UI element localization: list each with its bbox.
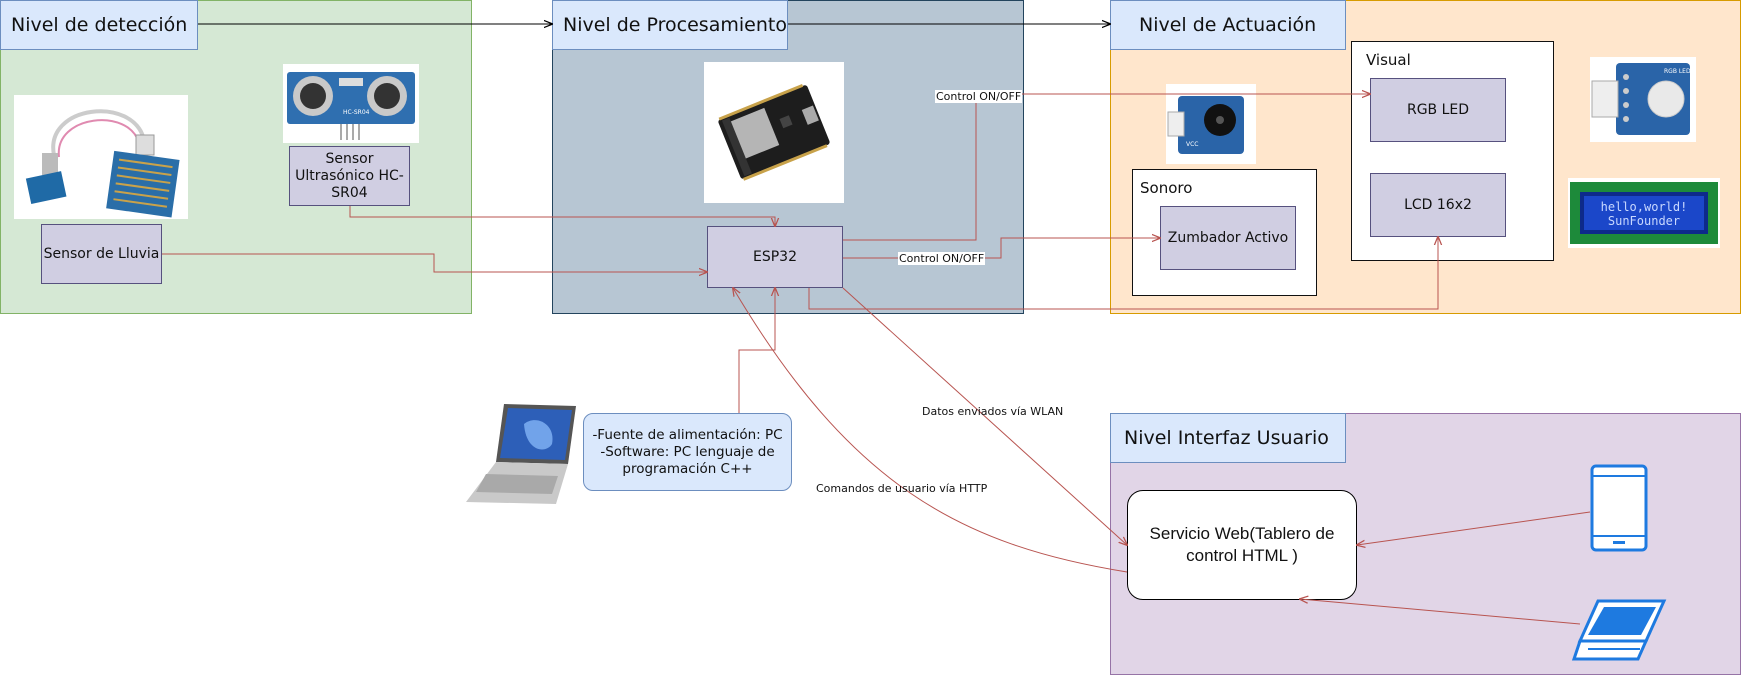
edge-http bbox=[733, 288, 1128, 573]
interfaz-title: Nivel Interfaz Usuario bbox=[1110, 413, 1346, 463]
laptop-icon bbox=[1571, 597, 1667, 663]
lcd-line2: SunFounder bbox=[1608, 214, 1680, 228]
lcd-line1: hello,world! bbox=[1601, 200, 1688, 214]
rgb-module-text: RGB LED bbox=[1664, 68, 1691, 75]
lcd-image: hello,world! SunFounder bbox=[1568, 178, 1720, 248]
rgb-led-node: RGB LED bbox=[1370, 78, 1506, 142]
edge-note-esp32 bbox=[738, 288, 775, 413]
smartphone-icon bbox=[1590, 464, 1648, 552]
label-http: Comandos de usuario vía HTTP bbox=[816, 482, 988, 495]
procesamiento-title: Nivel de Procesamiento bbox=[552, 0, 788, 50]
sensor-lluvia-node: Sensor de Lluvia bbox=[41, 224, 162, 284]
lcd-node: LCD 16x2 bbox=[1370, 173, 1506, 237]
buzzer-vcc-text: VCC bbox=[1186, 141, 1198, 148]
note-box: -Fuente de alimentación: PC -Software: P… bbox=[583, 413, 792, 491]
ultra-text: HC-SR04 bbox=[343, 109, 370, 116]
servicio-web-node: Servicio Web(Tablero de control HTML ) bbox=[1127, 490, 1357, 600]
label-wlan: Datos enviados vía WLAN bbox=[922, 405, 1064, 418]
visual-group-label: Visual bbox=[1366, 51, 1411, 69]
esp32-image bbox=[704, 62, 844, 203]
edge-wlan bbox=[842, 287, 1127, 545]
edge-ultra-esp32 bbox=[349, 206, 775, 226]
edge-laptop-web bbox=[1300, 599, 1581, 625]
rgb-led-image: RGB LED bbox=[1590, 57, 1696, 142]
edge-lluvia-esp32 bbox=[162, 253, 707, 272]
rain-sensor-image bbox=[14, 95, 188, 219]
esp32-node: ESP32 bbox=[707, 226, 843, 288]
actuacion-title: Nivel de Actuación bbox=[1110, 0, 1346, 50]
label-control1: Control ON/OFF bbox=[935, 90, 1023, 103]
sensor-ultrasonico-node: Sensor Ultrasónico HC-SR04 bbox=[289, 146, 410, 206]
note-line2: -Software: PC lenguaje de programación C… bbox=[600, 443, 775, 477]
edge-esp32-lcd bbox=[808, 237, 1438, 310]
sonoro-group-label: Sonoro bbox=[1140, 179, 1193, 197]
edge-esp32-rgb bbox=[843, 94, 1370, 241]
zumbador-node: Zumbador Activo bbox=[1160, 206, 1296, 270]
note-line1: -Fuente de alimentación: PC bbox=[592, 426, 783, 443]
edge-phone-web bbox=[1357, 511, 1591, 545]
deteccion-title: Nivel de detección bbox=[0, 0, 198, 50]
buzzer-image: VCC bbox=[1166, 84, 1256, 164]
ultrasonic-image: HC-SR04 bbox=[283, 64, 419, 143]
edge-esp32-zumbador bbox=[843, 238, 1160, 259]
label-control2: Control ON/OFF bbox=[898, 252, 986, 265]
laptop-image bbox=[466, 404, 576, 504]
